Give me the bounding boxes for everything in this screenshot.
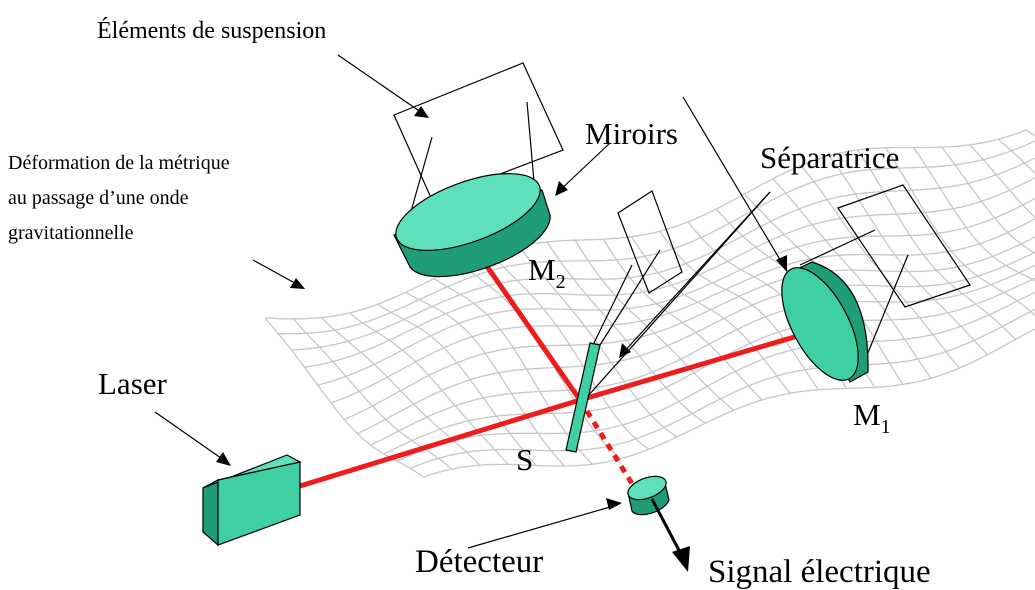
mirror-m2-top	[395, 173, 541, 251]
grid-line-v	[546, 241, 706, 424]
suspension-wire-m1-left	[799, 229, 876, 266]
suspension-wire-splitter-right	[599, 249, 661, 346]
label-mirrors: Miroirs	[585, 116, 678, 151]
laser-beams	[299, 240, 819, 492]
grid-line-v	[574, 239, 735, 411]
detector	[627, 475, 670, 516]
grid-line-u	[304, 176, 1035, 368]
signal-arrow-head	[672, 546, 690, 572]
spacetime-grid	[264, 129, 1035, 478]
suspension-wire-m2-left	[407, 136, 433, 223]
pointer-mirrors-to-m1	[682, 96, 786, 269]
label-deformation-line3: gravitationnelle	[8, 222, 134, 244]
arrowhead-mirror-m1	[776, 255, 787, 272]
grid-line-v	[320, 317, 481, 466]
arrowhead-detector	[606, 498, 622, 510]
label-mirror-m1-letter: M	[853, 397, 881, 432]
suspension-frame-m2	[393, 62, 564, 201]
arrowhead-splitter	[619, 343, 631, 358]
pointer-suspension	[337, 54, 429, 118]
grid-line-u	[396, 291, 1035, 462]
mirror-m1-face	[781, 267, 859, 381]
laser-source	[202, 454, 302, 547]
grid-line-v	[828, 155, 988, 356]
grid-line-u	[383, 277, 1035, 455]
beam-splitter-to-m1	[579, 327, 819, 403]
grid-line-u	[264, 129, 1027, 320]
grid-line-v	[377, 303, 537, 466]
beam-splitter	[565, 342, 601, 453]
label-splitter-letter: S	[516, 442, 533, 477]
grid-line-u	[357, 251, 1035, 435]
grid-line-u	[343, 236, 1035, 421]
grid-line-v	[997, 138, 1035, 175]
grid-line-v	[518, 245, 678, 438]
pointer-mirrors-to-m2	[557, 142, 611, 193]
pointer-detector	[467, 504, 618, 549]
grid-line-v	[264, 317, 424, 478]
grid-line-u	[370, 264, 1035, 446]
grid-line-u	[317, 197, 1035, 386]
arrowheads	[216, 106, 787, 510]
grid-line-u	[291, 157, 1035, 351]
grid-line-v	[659, 230, 819, 391]
suspension-frame-splitter	[617, 190, 683, 294]
signal-arrow-shaft	[650, 498, 684, 557]
label-mirror-m1-index: 1	[881, 416, 891, 438]
label-beam-splitter: Séparatrice	[760, 140, 899, 175]
arrowhead-deformation	[290, 278, 305, 289]
grid-line-v	[884, 147, 1035, 317]
grid-line-v	[941, 146, 1035, 254]
grid-line-v	[913, 147, 1035, 282]
label-mirror-m2-letter: M	[528, 252, 556, 287]
grid-line-v	[631, 236, 791, 394]
suspension-frames	[393, 62, 971, 361]
label-signal: Signal électrique	[708, 554, 931, 590]
arrowhead-suspension	[414, 106, 429, 118]
labels: Éléments de suspension Déformation de la…	[8, 18, 931, 590]
grid-line-v	[772, 178, 932, 379]
beam-splitter-to-detector	[577, 398, 639, 492]
label-mirror-m2-index: 2	[556, 271, 566, 293]
beam-laser-to-splitter	[299, 397, 581, 489]
grid-line-v	[969, 144, 1035, 219]
label-deformation-line1: Déformation de la métrique	[8, 152, 230, 174]
grid-line-v	[602, 238, 763, 401]
grid-line-v	[349, 312, 509, 465]
arrowhead-mirror-m2	[555, 181, 568, 196]
grid-line-v	[856, 149, 1017, 340]
suspension-wire-m2-right	[526, 101, 536, 194]
label-deformation-line2: au passage d’une onde	[8, 187, 189, 209]
detector-top	[627, 475, 667, 501]
pointer-splitter-b	[587, 191, 771, 397]
grid-line-v	[490, 253, 650, 450]
label-laser: Laser	[98, 366, 168, 401]
suspension-wire-splitter-left	[592, 264, 633, 346]
grid-line-v	[405, 291, 565, 467]
beam-splitter-to-m2	[467, 240, 583, 402]
grid-line-v	[433, 277, 594, 465]
grid-line-u	[278, 140, 1035, 335]
pointer-laser	[154, 411, 229, 464]
signal-arrow	[650, 498, 690, 572]
laser-box-side	[217, 461, 301, 546]
grid-line-u	[409, 308, 1035, 469]
label-detector: Détecteur	[415, 544, 543, 580]
grid-line-u	[423, 328, 1035, 478]
pointer-lines	[154, 54, 786, 549]
arrowhead-laser	[216, 452, 231, 466]
suspension-wire-m1-right	[864, 254, 909, 361]
label-mirror-m2: M2	[528, 252, 566, 293]
beam-splitter-plate	[565, 342, 601, 453]
label-suspension: Éléments de suspension	[97, 18, 326, 44]
label-mirror-m1: M1	[853, 397, 891, 438]
suspension-frame-m1	[837, 184, 971, 308]
mirror-m2	[393, 173, 551, 278]
mirror-m1	[781, 261, 869, 383]
grid-line-u	[330, 218, 1035, 404]
laser-box-front	[202, 479, 219, 547]
